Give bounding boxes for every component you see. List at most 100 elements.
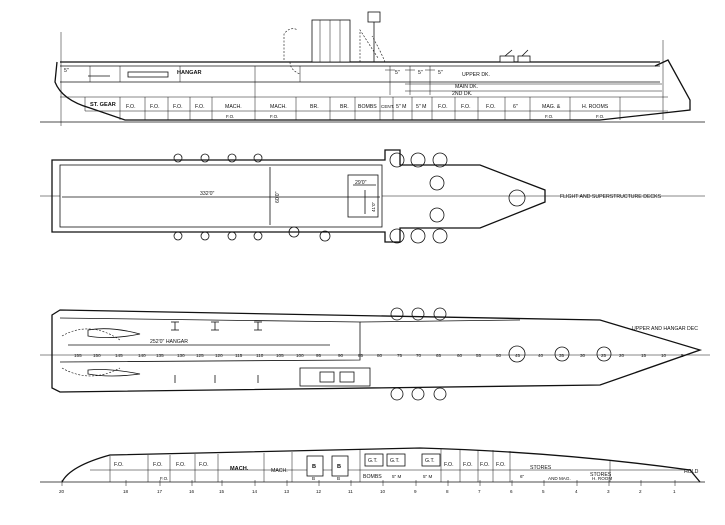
frame-18: 1 (673, 489, 676, 494)
station-2: 145 (115, 353, 123, 358)
station-22: 45 (515, 353, 521, 358)
station-20: 55 (476, 353, 482, 358)
station-3: 140 (138, 353, 146, 358)
profile-gun-label-d: 5" (438, 70, 443, 76)
hangar-station-numbers: 155 150 145 140 135 130 125 120 115 110 … (74, 353, 684, 358)
station-9: 110 (256, 353, 264, 358)
station-24: 35 (559, 353, 565, 358)
station-19: 60 (457, 353, 463, 358)
hold-comp-14: F.O. (496, 462, 506, 468)
profile-comp-15: 6" (513, 104, 518, 110)
profile-main-deck-label: MAIN DK. (455, 84, 478, 90)
profile-comp-row2-3: F.O. (596, 114, 604, 119)
station-4: 135 (156, 353, 164, 358)
profile-comp-row2-2: F.O. (545, 114, 553, 119)
hold-comp-r2-1: B (312, 476, 315, 481)
station-7: 120 (215, 353, 223, 358)
station-15: 80 (377, 353, 383, 358)
hold-view: F.O. F.O. F.O. F.O. MACH. MACH. B B G.T.… (40, 447, 705, 494)
profile-second-deck-label: 2ND DK. (452, 91, 472, 97)
hold-comp-11: F.O. (444, 462, 454, 468)
hold-comp-5: MACH. (271, 468, 288, 474)
hold-compartment-labels: F.O. F.O. F.O. F.O. MACH. MACH. B B G.T.… (114, 458, 612, 481)
frame-14: 5 (542, 489, 545, 494)
hold-comp-r2-0: F.O. (160, 476, 168, 481)
station-26: 25 (601, 353, 607, 358)
hold-comp-6: B (312, 464, 316, 470)
hold-comp-10: G.T. (425, 458, 435, 464)
profile-comp-row2-0: F.O. (226, 114, 234, 119)
hold-comp-r2-7: AND MAG. (548, 476, 571, 481)
profile-comp-11: 5" M (416, 104, 427, 110)
frame-4: 15 (219, 489, 225, 494)
station-10: 105 (276, 353, 284, 358)
station-18: 65 (436, 353, 442, 358)
frame-11: 8 (446, 489, 449, 494)
frame-10: 9 (414, 489, 417, 494)
profile-compartment-labels: F.O. F.O. F.O. F.O. MACH. MACH. BR. BR. … (126, 104, 609, 119)
station-11: 100 (296, 353, 304, 358)
hold-comp-12: F.O. (463, 462, 473, 468)
profile-view: HANGAR 5" 5" 5" 5" UPPER DK. MAIN DK. 2N… (40, 11, 705, 126)
elevator-dim: 29'0" (355, 180, 367, 186)
station-27: 20 (619, 353, 625, 358)
hold-comp-r2-4: 5" M (392, 474, 401, 479)
hold-title: HOLD (684, 469, 699, 475)
hold-comp-r2-3: BOMBS (363, 474, 382, 480)
station-23: 40 (538, 353, 544, 358)
hangar-gun-tubs (390, 307, 612, 401)
hold-comp-13: F.O. (480, 462, 490, 468)
hold-frame-numbers: 20 18 17 16 15 14 13 12 11 10 9 8 7 6 5 … (59, 489, 676, 494)
station-30: 5 (681, 353, 684, 358)
profile-comp-4: MACH. (225, 104, 242, 110)
profile-comp-5: MACH. (270, 104, 287, 110)
flight-deck-view: 332'0" 60'0" 29'0" 41'0" FLIGHT AND SUPE… (40, 149, 705, 244)
hold-comp-r2-5: 5" M (423, 474, 432, 479)
profile-gun-label-b: 5" (395, 70, 400, 76)
flight-deck-length-dim: 332'0" (200, 191, 215, 197)
profile-comp-12: F.O. (438, 104, 448, 110)
hold-comp-1: F.O. (153, 462, 163, 468)
elevator-dim-2: 41'0" (371, 201, 376, 212)
hangar-deck-view: 252'0" HANGAR UPPER AND HANGAR DEC 155 1… (40, 307, 710, 401)
profile-upper-deck-label: UPPER DK. (462, 72, 490, 78)
hold-comp-2: F.O. (176, 462, 186, 468)
hold-comp-16: STORES (590, 472, 612, 478)
flight-deck-title: FLIGHT AND SUPERSTRUCTURE DECKS (560, 194, 662, 200)
profile-hangar-label: HANGAR (177, 70, 202, 76)
hold-comp-8: G.T. (368, 458, 378, 464)
profile-comp-8: BOMBS (358, 104, 377, 110)
profile-comp-7: BR. (340, 104, 349, 110)
profile-steering-gear-label: ST. GEAR (90, 102, 116, 108)
frame-6: 13 (284, 489, 290, 494)
station-16: 75 (397, 353, 403, 358)
hold-comp-r2-6: 6" (520, 474, 525, 479)
profile-comp-13: F.O. (461, 104, 471, 110)
profile-comp-row2-1: F.O. (270, 114, 278, 119)
station-12: 95 (316, 353, 322, 358)
frame-7: 12 (316, 489, 322, 494)
profile-comp-3: F.O. (195, 104, 205, 110)
frame-17: 2 (639, 489, 642, 494)
frame-8: 11 (348, 489, 353, 494)
profile-comp-0: F.O. (126, 104, 136, 110)
profile-comp-10: 5" M (396, 104, 407, 110)
station-28: 15 (641, 353, 647, 358)
hold-comp-3: F.O. (199, 462, 209, 468)
frame-16: 3 (607, 489, 610, 494)
station-29: 10 (661, 353, 667, 358)
frame-0: 20 (59, 489, 65, 494)
frame-15: 4 (575, 489, 578, 494)
station-1: 150 (93, 353, 101, 358)
profile-comp-6: BR. (310, 104, 319, 110)
hold-comp-r2-8: H. ROOM (592, 476, 612, 481)
flight-deck-width-dim: 60'0" (275, 191, 281, 203)
flight-deck-gun-tubs (173, 152, 526, 244)
station-8: 115 (235, 353, 243, 358)
hold-comp-7: B (337, 464, 341, 470)
profile-gun-label-a: 5" (64, 68, 69, 74)
frame-12: 7 (478, 489, 481, 494)
profile-comp-17: H. ROOMS (582, 104, 609, 110)
frame-5: 14 (252, 489, 258, 494)
